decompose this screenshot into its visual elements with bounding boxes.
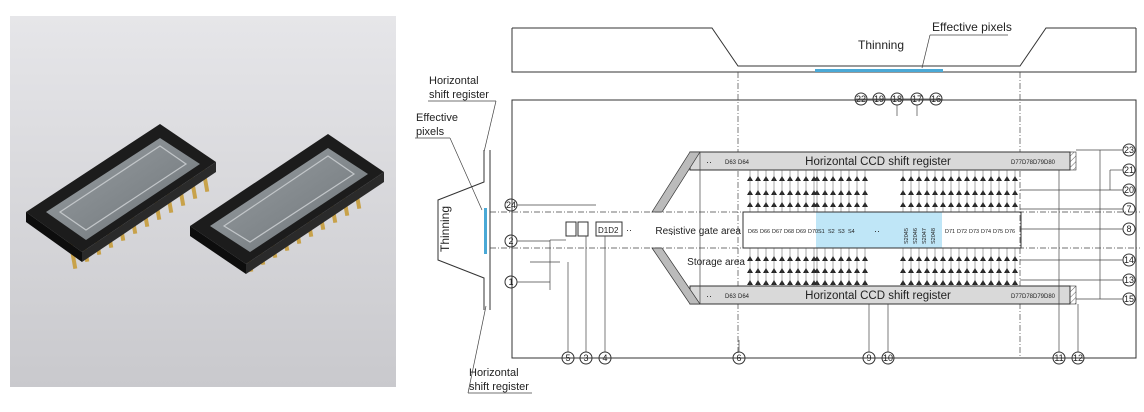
svg-text:21: 21 [1124,165,1134,175]
svg-text:2: 2 [508,236,513,246]
svg-text:D69: D69 [796,229,806,235]
effective-pixels-label: Effective pixels [932,20,1012,34]
svg-text:D76: D76 [1005,229,1015,235]
svg-text:13: 13 [1124,275,1134,285]
package-outline [511,99,1137,359]
svg-text:D64: D64 [738,160,750,166]
svg-text:D79: D79 [1033,160,1045,166]
d1d2-label: D1D2 [598,226,619,235]
svg-text:S4: S4 [848,229,855,235]
svg-text:D71: D71 [945,229,955,235]
thinning-left-label: Thinning [438,206,452,252]
svg-text:D78: D78 [1022,294,1034,300]
svg-text:··: ·· [706,291,712,301]
svg-text:D64: D64 [738,294,750,300]
bottom-pins: 5 3 4 6 9 10 11 12 [561,351,1085,365]
svg-text:5: 5 [565,353,570,363]
svg-text:24: 24 [506,200,516,210]
svg-text:··: ·· [706,157,712,167]
thinning-top-label: Thinning [858,38,904,52]
svg-text:12: 12 [1073,353,1083,363]
svg-text:··: ·· [626,225,632,235]
transfer-gates [747,170,1018,286]
svg-text:D63: D63 [725,294,737,300]
svg-text:S2046: S2046 [913,228,919,244]
svg-text:D66: D66 [760,229,770,235]
svg-text:S2048: S2048 [931,228,937,244]
product-photo [10,16,396,387]
resistive-gate-label: Resistive gate area [655,226,741,237]
svg-text:D70: D70 [808,229,818,235]
hccd-top-label: Horizontal CCD shift register [805,156,951,168]
svg-text:S2047: S2047 [922,228,928,244]
svg-text:S2: S2 [828,229,835,235]
svg-text:4: 4 [602,353,607,363]
svg-text:D78: D78 [1022,160,1034,166]
svg-text:D68: D68 [784,229,794,235]
svg-text:8: 8 [1126,224,1131,234]
svg-text:··: ·· [874,226,880,236]
svg-text:9: 9 [866,353,871,363]
left-pins: 24 2 1 [504,198,518,289]
svg-text:6: 6 [736,353,741,363]
svg-text:D74: D74 [981,229,991,235]
svg-text:D77: D77 [1011,160,1023,166]
svg-text:7: 7 [1126,204,1131,214]
chip-right [190,134,384,274]
svg-text:S3: S3 [838,229,845,235]
svg-text:20: 20 [1124,185,1134,195]
svg-text:15: 15 [1124,294,1134,304]
svg-text:3: 3 [583,353,588,363]
svg-text:1: 1 [508,277,513,287]
top-cross-section: Thinning Effective pixels [511,20,1137,73]
svg-text:D80: D80 [1044,160,1056,166]
chip-left [26,124,216,270]
svg-text:D65: D65 [748,229,758,235]
svg-text:23: 23 [1124,145,1134,155]
hccd-bottom: Horizontal CCD shift register D63 D64 D7… [689,285,1077,305]
svg-text:10: 10 [883,353,893,363]
svg-text:D79: D79 [1033,294,1045,300]
hccd-top: Horizontal CCD shift register D63 D64 D7… [689,151,1077,171]
svg-text:D73: D73 [969,229,979,235]
svg-text:D67: D67 [772,229,782,235]
top-pins: 22 19 18 17 16 [854,92,943,116]
svg-text:D63: D63 [725,160,737,166]
svg-text:D77: D77 [1011,294,1023,300]
funnel: ·· [651,151,701,305]
right-pins: 23 21 20 7 8 14 13 15 [1122,143,1136,306]
svg-text:D80: D80 [1044,294,1056,300]
svg-text:D75: D75 [993,229,1003,235]
left-cross-section: Thinning [437,150,491,310]
hccd-bottom-label: Horizontal CCD shift register [805,290,951,302]
pixel-array: Resistive gate area Storage area D65 D66… [655,211,1022,268]
svg-text:11: 11 [1054,353,1063,363]
svg-text:S1: S1 [818,229,825,235]
storage-area-label: Storage area [687,257,745,268]
output-amplifier: D1D2 ·· [530,221,632,352]
svg-text:D72: D72 [957,229,967,235]
svg-text:S2045: S2045 [904,228,910,244]
svg-text:··: ·· [670,229,676,239]
svg-text:14: 14 [1124,255,1134,265]
